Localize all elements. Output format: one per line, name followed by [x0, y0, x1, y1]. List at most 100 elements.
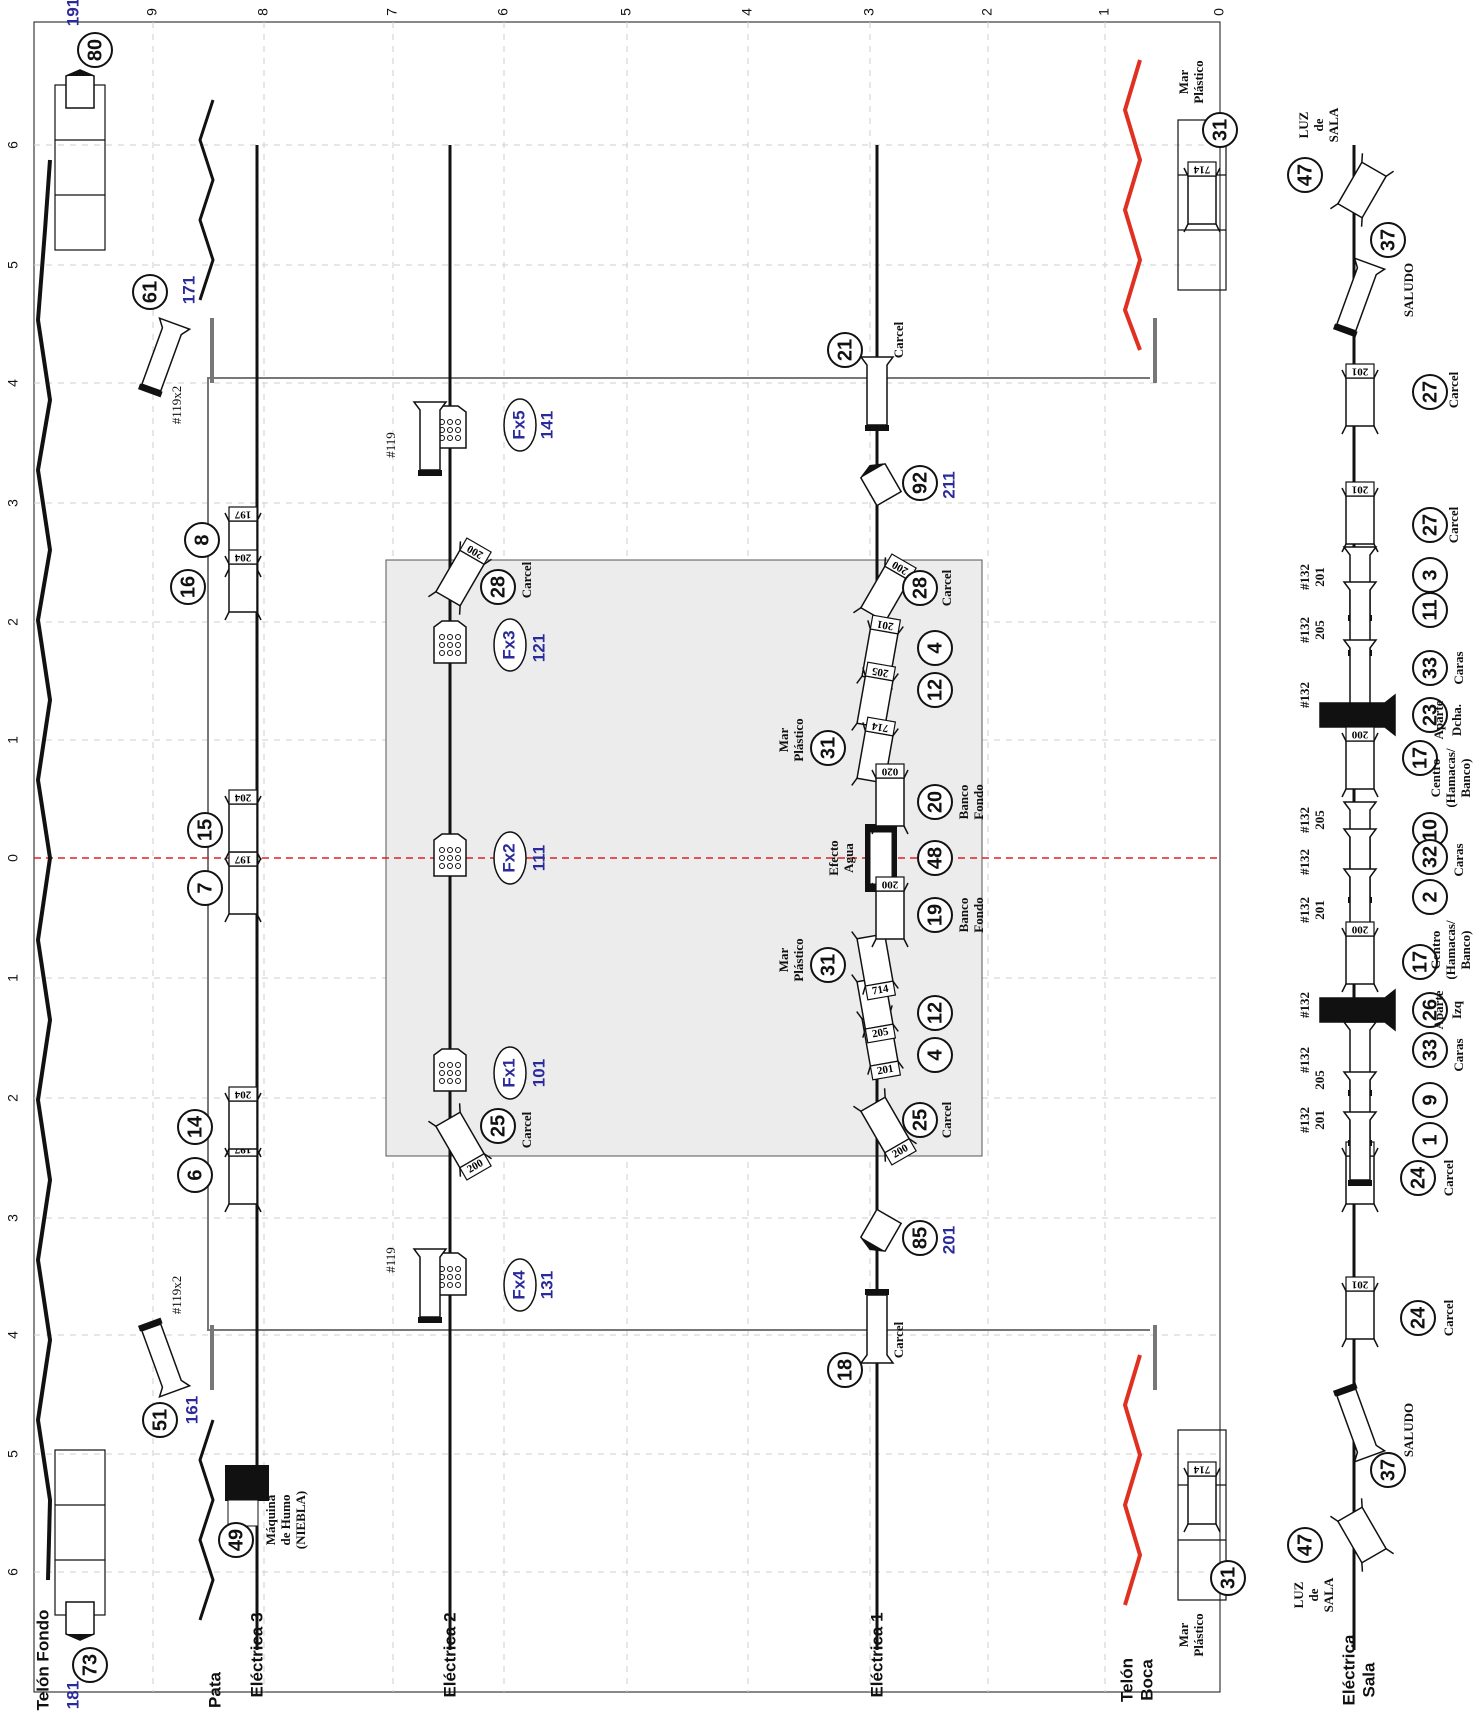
gel-label: 201: [1312, 900, 1327, 920]
channel-number: 47: [1294, 164, 1316, 186]
effect-name: Fx5: [509, 410, 528, 439]
label-centro: Banco): [1458, 759, 1473, 798]
channel-number: 7: [194, 882, 216, 893]
channel-circle: 10: [1412, 812, 1448, 848]
label-mar-plastico: Plástico: [791, 718, 806, 761]
fresnel-fixture: 200: [427, 537, 493, 615]
scenery-boxes: [54, 84, 1227, 1616]
label-centro: Centro: [1428, 759, 1443, 798]
label-saludo: SALUDO: [1401, 263, 1416, 317]
fresnel-fixture: 200: [1341, 726, 1379, 798]
label-aparte: Dcha.: [1449, 704, 1464, 736]
label-luz-de-sala: LUZ: [1296, 111, 1311, 138]
gel-number: 201: [1352, 1278, 1369, 1290]
channel-circle: 25: [480, 1108, 516, 1144]
gel-label: 205: [1312, 620, 1327, 640]
effect-label: Fx5: [503, 398, 537, 452]
channel-circle: 31: [1202, 112, 1238, 148]
label-smoke-machine: de Humo: [278, 1495, 293, 1546]
channel-number: 31: [1209, 119, 1231, 141]
profile-fixture: [1332, 1382, 1387, 1464]
fresnel-fixture: 200: [1341, 921, 1379, 993]
channel-circle: 15: [187, 812, 223, 848]
label-centro: (Hamacas/: [1443, 920, 1458, 980]
channel-circle: 33: [1412, 1032, 1448, 1068]
gel-label: #119: [383, 432, 398, 458]
channel-circle: 25: [902, 1102, 938, 1138]
channel-number: 4: [924, 1049, 946, 1061]
channel-number: 16: [177, 576, 199, 598]
gel-number: 714: [1193, 1463, 1210, 1475]
telon-boca-curtain-top: [1122, 59, 1143, 351]
fresnel-fixture: 714: [851, 925, 899, 1001]
gel-label: #132: [1297, 1107, 1312, 1133]
fresnel-fixture: 200: [852, 1088, 918, 1166]
channel-number: 31: [1217, 1567, 1239, 1589]
gel-label: 205: [1312, 1070, 1327, 1090]
axis-top-label: 5: [618, 8, 634, 16]
gel-number: 020: [881, 765, 898, 777]
gel-label: #119x2: [169, 386, 184, 425]
channel-number: 24: [1407, 1166, 1429, 1189]
effect-label: Fx2: [493, 831, 527, 885]
axis-left-label: 5: [5, 261, 21, 269]
axis-left-label: 5: [5, 1450, 21, 1458]
axis-left-label: 4: [5, 1331, 21, 1339]
channel-number: 6: [184, 1169, 206, 1180]
fixtures: 1972041972041972046147158164961518073Fx5…: [65, 32, 1448, 1683]
channel-number: 23: [1419, 704, 1441, 726]
label-electrica-3: Eléctrica 3: [247, 1612, 266, 1697]
channel-number: 26: [1419, 999, 1441, 1021]
channel-circle: 20: [917, 784, 953, 820]
fresnel-fixture: 201: [1341, 363, 1379, 435]
channel-number: 4: [924, 642, 946, 654]
channel-number: 10: [1419, 819, 1441, 841]
channel-circle: 17: [1402, 740, 1438, 776]
channel-number: 33: [1419, 657, 1441, 679]
channel-number: 32: [1419, 846, 1441, 868]
channel-circle: 26: [1412, 992, 1448, 1028]
channel-number: 2: [1419, 891, 1441, 902]
label-luz-de-sala: LUZ: [1291, 1581, 1306, 1608]
channel-number: 17: [1409, 951, 1431, 973]
fresnel-fixture: 205: [851, 661, 899, 737]
channel-number: 3: [1419, 569, 1441, 580]
axis-top-label: 4: [739, 8, 755, 16]
channel-circle: 48: [917, 840, 953, 876]
profile-fixture: [137, 1317, 192, 1399]
pata-zigzag-top: [198, 99, 215, 301]
label-telon-boca: Telón: [1117, 1658, 1136, 1702]
label-luz-de-sala: de: [1311, 118, 1326, 131]
fresnel-fixture: 200: [427, 1103, 493, 1181]
channel-number: 47: [1294, 1534, 1316, 1556]
label-centro: Banco): [1458, 931, 1473, 970]
effect-label: Fx1: [493, 1046, 527, 1100]
fresnel-fixture: 204: [224, 1086, 262, 1158]
fresnel-fixture: 197: [224, 1141, 262, 1213]
gel-number: 201: [1352, 365, 1369, 377]
channel-circle: 51: [142, 1402, 178, 1438]
axis-top-label: 7: [384, 8, 400, 16]
fresnel-fixture: [1329, 1498, 1395, 1572]
gel-label: #119: [383, 1247, 398, 1273]
effect-name: Fx1: [499, 1058, 518, 1087]
channel-circle: 8: [184, 522, 220, 558]
channel-circle: 4: [917, 630, 953, 666]
label-electrica-sala: Sala: [1359, 1662, 1378, 1698]
channel-number: 9: [1419, 1094, 1441, 1105]
profile-fixture: [1342, 1111, 1378, 1186]
channel-number: 49: [225, 1529, 247, 1551]
label-mar-plastico: Mar: [776, 948, 791, 973]
fresnel-fixture: 201: [1341, 1276, 1379, 1348]
label-carcel: Carcel: [519, 561, 534, 598]
gel-label: 205: [1312, 810, 1327, 830]
axis-left-label: 6: [5, 141, 21, 149]
profile-fixture-dark: [1319, 693, 1396, 737]
effect-name: Fx4: [509, 1270, 528, 1300]
channel-number: 73: [79, 1654, 101, 1676]
axis-left-label: 1: [5, 736, 21, 744]
count-181: 181: [63, 1681, 82, 1709]
label-aparte: Aparte: [1431, 990, 1446, 1029]
fresnel-fixture: 197: [224, 851, 262, 923]
